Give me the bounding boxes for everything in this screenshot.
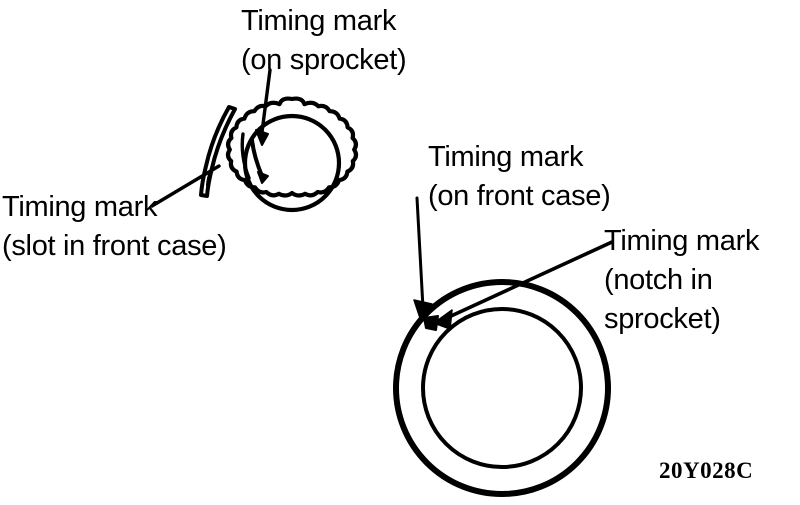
label-timing-mark-notch-in-sprocket-line2: (notch in bbox=[604, 264, 713, 296]
notch-wedge bbox=[423, 315, 439, 331]
sprocket-notch-mark bbox=[250, 138, 264, 178]
label-timing-mark-notch-in-sprocket-line1: Timing mark bbox=[604, 225, 760, 257]
label-timing-mark-on-front-case-line1: Timing mark bbox=[428, 141, 584, 173]
leader-sprocket-mark-line bbox=[260, 68, 272, 134]
sprocket-ring-inner-circle bbox=[421, 307, 583, 469]
leader-notch-sprocket-arrowhead bbox=[433, 309, 453, 330]
label-timing-mark-slot-in-front-case: Timing mark (slot in front case) bbox=[2, 188, 227, 266]
sprocket-notch-mark-tip bbox=[257, 171, 269, 184]
leader-slot-front-case-line bbox=[150, 164, 221, 208]
label-timing-mark-on-sprocket-line1: Timing mark bbox=[241, 5, 397, 37]
label-timing-mark-slot-in-front-case-line2: (slot in front case) bbox=[2, 230, 227, 262]
part-number: 20Y028C bbox=[659, 458, 754, 483]
sprocket-ring bbox=[393, 279, 611, 497]
label-timing-mark-on-front-case: Timing mark (on front case) bbox=[428, 138, 611, 216]
sprocket-ring-outer-circle bbox=[393, 279, 611, 497]
leader-front-case-mark-line bbox=[415, 196, 425, 310]
leader-sprocket-mark bbox=[240, 68, 272, 184]
leader-slot-front-case bbox=[150, 164, 221, 208]
label-timing-mark-slot-in-front-case-line1: Timing mark bbox=[2, 191, 158, 223]
front-case-slot-outline bbox=[199, 105, 237, 198]
leader-front-case-mark-arrowhead bbox=[413, 299, 433, 322]
label-timing-mark-on-sprocket-line2: (on sprocket) bbox=[241, 44, 407, 76]
leader-front-case-mark bbox=[413, 196, 433, 322]
leader-notch-sprocket bbox=[433, 240, 614, 330]
leader-sprocket-mark-arrowhead bbox=[255, 129, 269, 146]
label-timing-mark-on-front-case-line2: (on front case) bbox=[428, 180, 611, 212]
leader-notch-sprocket-line bbox=[436, 240, 614, 324]
label-timing-mark-notch-in-sprocket: Timing mark (notch in sprocket) bbox=[604, 222, 759, 339]
label-timing-mark-on-sprocket: Timing mark (on sprocket) bbox=[241, 2, 407, 80]
sprocket-teeth-outline bbox=[225, 96, 359, 198]
toothed-sprocket bbox=[225, 96, 359, 213]
label-timing-mark-notch-in-sprocket-line3: sprocket) bbox=[604, 303, 721, 335]
sprocket-notch-mark-edge bbox=[240, 132, 251, 180]
